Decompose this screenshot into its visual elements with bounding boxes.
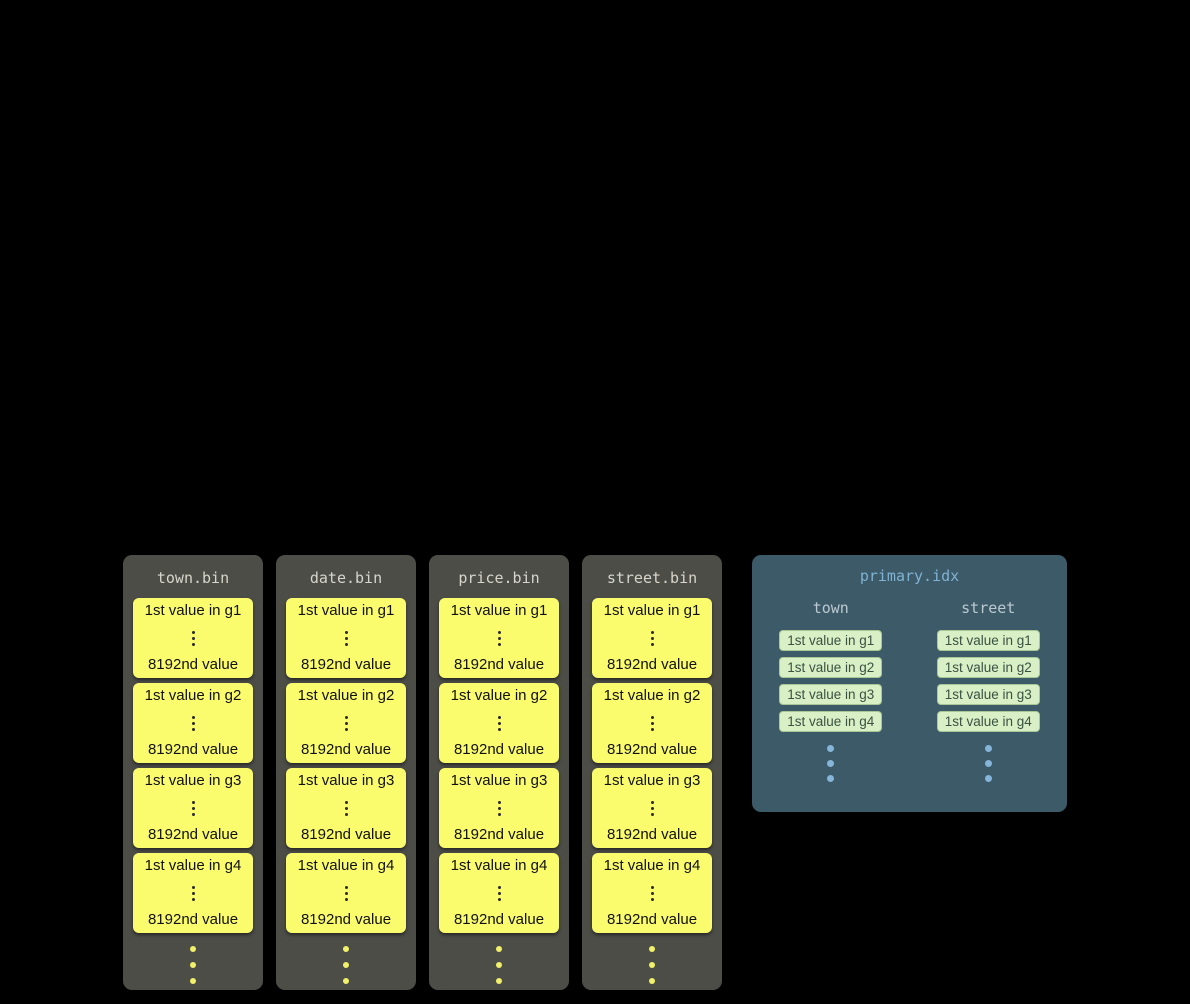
more-granules-ellipsis-icon bbox=[190, 946, 196, 984]
primary-idx-file: primary.idx town 1st value in g1 1st val… bbox=[752, 555, 1067, 812]
granule-first-value: 1st value in g3 bbox=[144, 772, 242, 789]
vertical-ellipsis-icon bbox=[344, 630, 348, 646]
granule-last-value: 8192nd value bbox=[300, 656, 392, 673]
bin-file-town: town.bin 1st value in g1 8192nd value 1s… bbox=[123, 555, 263, 990]
index-column-town: town 1st value in g1 1st value in g2 1st… bbox=[752, 599, 910, 782]
bin-files-row: town.bin 1st value in g1 8192nd value 1s… bbox=[123, 555, 722, 990]
granule-last-value: 8192nd value bbox=[453, 741, 545, 758]
index-entry: 1st value in g2 bbox=[936, 657, 1040, 678]
granule-block: 1st value in g1 8192nd value bbox=[286, 598, 406, 678]
granule-block: 1st value in g1 8192nd value bbox=[439, 598, 559, 678]
primary-idx-columns: town 1st value in g1 1st value in g2 1st… bbox=[752, 599, 1067, 782]
granule-last-value: 8192nd value bbox=[606, 826, 698, 843]
index-column-header: street bbox=[961, 599, 1016, 617]
index-entry: 1st value in g1 bbox=[936, 630, 1040, 651]
granule-first-value: 1st value in g4 bbox=[603, 857, 701, 874]
bin-file-title: street.bin bbox=[606, 569, 698, 587]
granule-block: 1st value in g3 8192nd value bbox=[286, 768, 406, 848]
index-entry: 1st value in g2 bbox=[779, 657, 883, 678]
index-entry: 1st value in g4 bbox=[779, 711, 883, 732]
granule-block: 1st value in g3 8192nd value bbox=[439, 768, 559, 848]
bin-file-title: town.bin bbox=[156, 569, 230, 587]
granule-first-value: 1st value in g2 bbox=[603, 687, 701, 704]
granule-block: 1st value in g4 8192nd value bbox=[439, 853, 559, 933]
granule-first-value: 1st value in g2 bbox=[450, 687, 548, 704]
granule-last-value: 8192nd value bbox=[147, 741, 239, 758]
granule-block: 1st value in g4 8192nd value bbox=[133, 853, 253, 933]
granule-last-value: 8192nd value bbox=[300, 741, 392, 758]
granule-block: 1st value in g2 8192nd value bbox=[133, 683, 253, 763]
granule-first-value: 1st value in g2 bbox=[144, 687, 242, 704]
vertical-ellipsis-icon bbox=[650, 715, 654, 731]
granule-last-value: 8192nd value bbox=[606, 911, 698, 928]
granule-block: 1st value in g4 8192nd value bbox=[592, 853, 712, 933]
vertical-ellipsis-icon bbox=[497, 630, 501, 646]
vertical-ellipsis-icon bbox=[191, 885, 195, 901]
vertical-ellipsis-icon bbox=[344, 800, 348, 816]
bin-file-title: date.bin bbox=[309, 569, 383, 587]
granule-last-value: 8192nd value bbox=[453, 656, 545, 673]
granule-last-value: 8192nd value bbox=[453, 826, 545, 843]
vertical-ellipsis-icon bbox=[650, 800, 654, 816]
granule-last-value: 8192nd value bbox=[606, 656, 698, 673]
index-entry: 1st value in g4 bbox=[936, 711, 1040, 732]
granule-last-value: 8192nd value bbox=[453, 911, 545, 928]
granule-first-value: 1st value in g1 bbox=[603, 602, 701, 619]
vertical-ellipsis-icon bbox=[191, 715, 195, 731]
granule-first-value: 1st value in g4 bbox=[144, 857, 242, 874]
vertical-ellipsis-icon bbox=[650, 885, 654, 901]
more-granules-ellipsis-icon bbox=[649, 946, 655, 984]
primary-idx-title: primary.idx bbox=[859, 567, 960, 585]
granule-first-value: 1st value in g3 bbox=[297, 772, 395, 789]
granule-block: 1st value in g4 8192nd value bbox=[286, 853, 406, 933]
granule-block: 1st value in g2 8192nd value bbox=[592, 683, 712, 763]
granule-first-value: 1st value in g1 bbox=[297, 602, 395, 619]
granule-first-value: 1st value in g2 bbox=[297, 687, 395, 704]
vertical-ellipsis-icon bbox=[497, 715, 501, 731]
more-entries-ellipsis-icon bbox=[984, 745, 992, 782]
more-entries-ellipsis-icon bbox=[827, 745, 835, 782]
bin-file-street: street.bin 1st value in g1 8192nd value … bbox=[582, 555, 722, 990]
vertical-ellipsis-icon bbox=[191, 800, 195, 816]
vertical-ellipsis-icon bbox=[497, 885, 501, 901]
granule-last-value: 8192nd value bbox=[300, 826, 392, 843]
granule-block: 1st value in g2 8192nd value bbox=[286, 683, 406, 763]
granule-first-value: 1st value in g4 bbox=[297, 857, 395, 874]
granule-last-value: 8192nd value bbox=[606, 741, 698, 758]
granule-first-value: 1st value in g4 bbox=[450, 857, 548, 874]
granule-first-value: 1st value in g1 bbox=[450, 602, 548, 619]
granule-last-value: 8192nd value bbox=[147, 656, 239, 673]
vertical-ellipsis-icon bbox=[344, 885, 348, 901]
index-entry: 1st value in g3 bbox=[779, 684, 883, 705]
vertical-ellipsis-icon bbox=[497, 800, 501, 816]
granule-block: 1st value in g3 8192nd value bbox=[133, 768, 253, 848]
granule-last-value: 8192nd value bbox=[147, 826, 239, 843]
vertical-ellipsis-icon bbox=[191, 630, 195, 646]
index-entry: 1st value in g1 bbox=[779, 630, 883, 651]
granule-block: 1st value in g1 8192nd value bbox=[133, 598, 253, 678]
index-column-street: street 1st value in g1 1st value in g2 1… bbox=[910, 599, 1068, 782]
vertical-ellipsis-icon bbox=[650, 630, 654, 646]
granule-first-value: 1st value in g1 bbox=[144, 602, 242, 619]
granule-first-value: 1st value in g3 bbox=[450, 772, 548, 789]
index-column-header: town bbox=[812, 599, 849, 617]
granule-last-value: 8192nd value bbox=[147, 911, 239, 928]
bin-file-price: price.bin 1st value in g1 8192nd value 1… bbox=[429, 555, 569, 990]
more-granules-ellipsis-icon bbox=[496, 946, 502, 984]
more-granules-ellipsis-icon bbox=[343, 946, 349, 984]
granule-block: 1st value in g1 8192nd value bbox=[592, 598, 712, 678]
index-entry: 1st value in g3 bbox=[936, 684, 1040, 705]
granule-first-value: 1st value in g3 bbox=[603, 772, 701, 789]
granule-last-value: 8192nd value bbox=[300, 911, 392, 928]
vertical-ellipsis-icon bbox=[344, 715, 348, 731]
granule-block: 1st value in g2 8192nd value bbox=[439, 683, 559, 763]
bin-file-title: price.bin bbox=[458, 569, 540, 587]
granule-block: 1st value in g3 8192nd value bbox=[592, 768, 712, 848]
bin-file-date: date.bin 1st value in g1 8192nd value 1s… bbox=[276, 555, 416, 990]
